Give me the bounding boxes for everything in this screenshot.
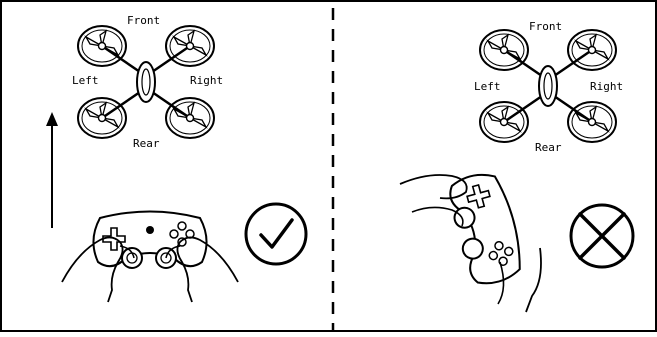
controller-horizontal-illustration — [62, 212, 238, 303]
drone-label-left: Left — [72, 74, 99, 87]
controller-rotated-illustration — [445, 168, 528, 288]
drone-label-front: Front — [127, 14, 160, 27]
up-arrow-icon — [46, 112, 58, 228]
drone-label-front: Front — [529, 20, 562, 33]
drone-label-left: Left — [474, 80, 501, 93]
right-panel: Front Left Right Rear — [400, 20, 633, 312]
drone-label-right: Right — [190, 74, 223, 87]
cross-mark-icon — [571, 205, 633, 267]
drone-label-rear: Rear — [535, 141, 562, 154]
check-mark-icon — [246, 204, 306, 264]
left-panel: Front Left Right Rear — [46, 14, 306, 302]
drone-label-right: Right — [590, 80, 623, 93]
drone-label-rear: Rear — [133, 137, 160, 150]
outer-frame — [1, 1, 656, 331]
